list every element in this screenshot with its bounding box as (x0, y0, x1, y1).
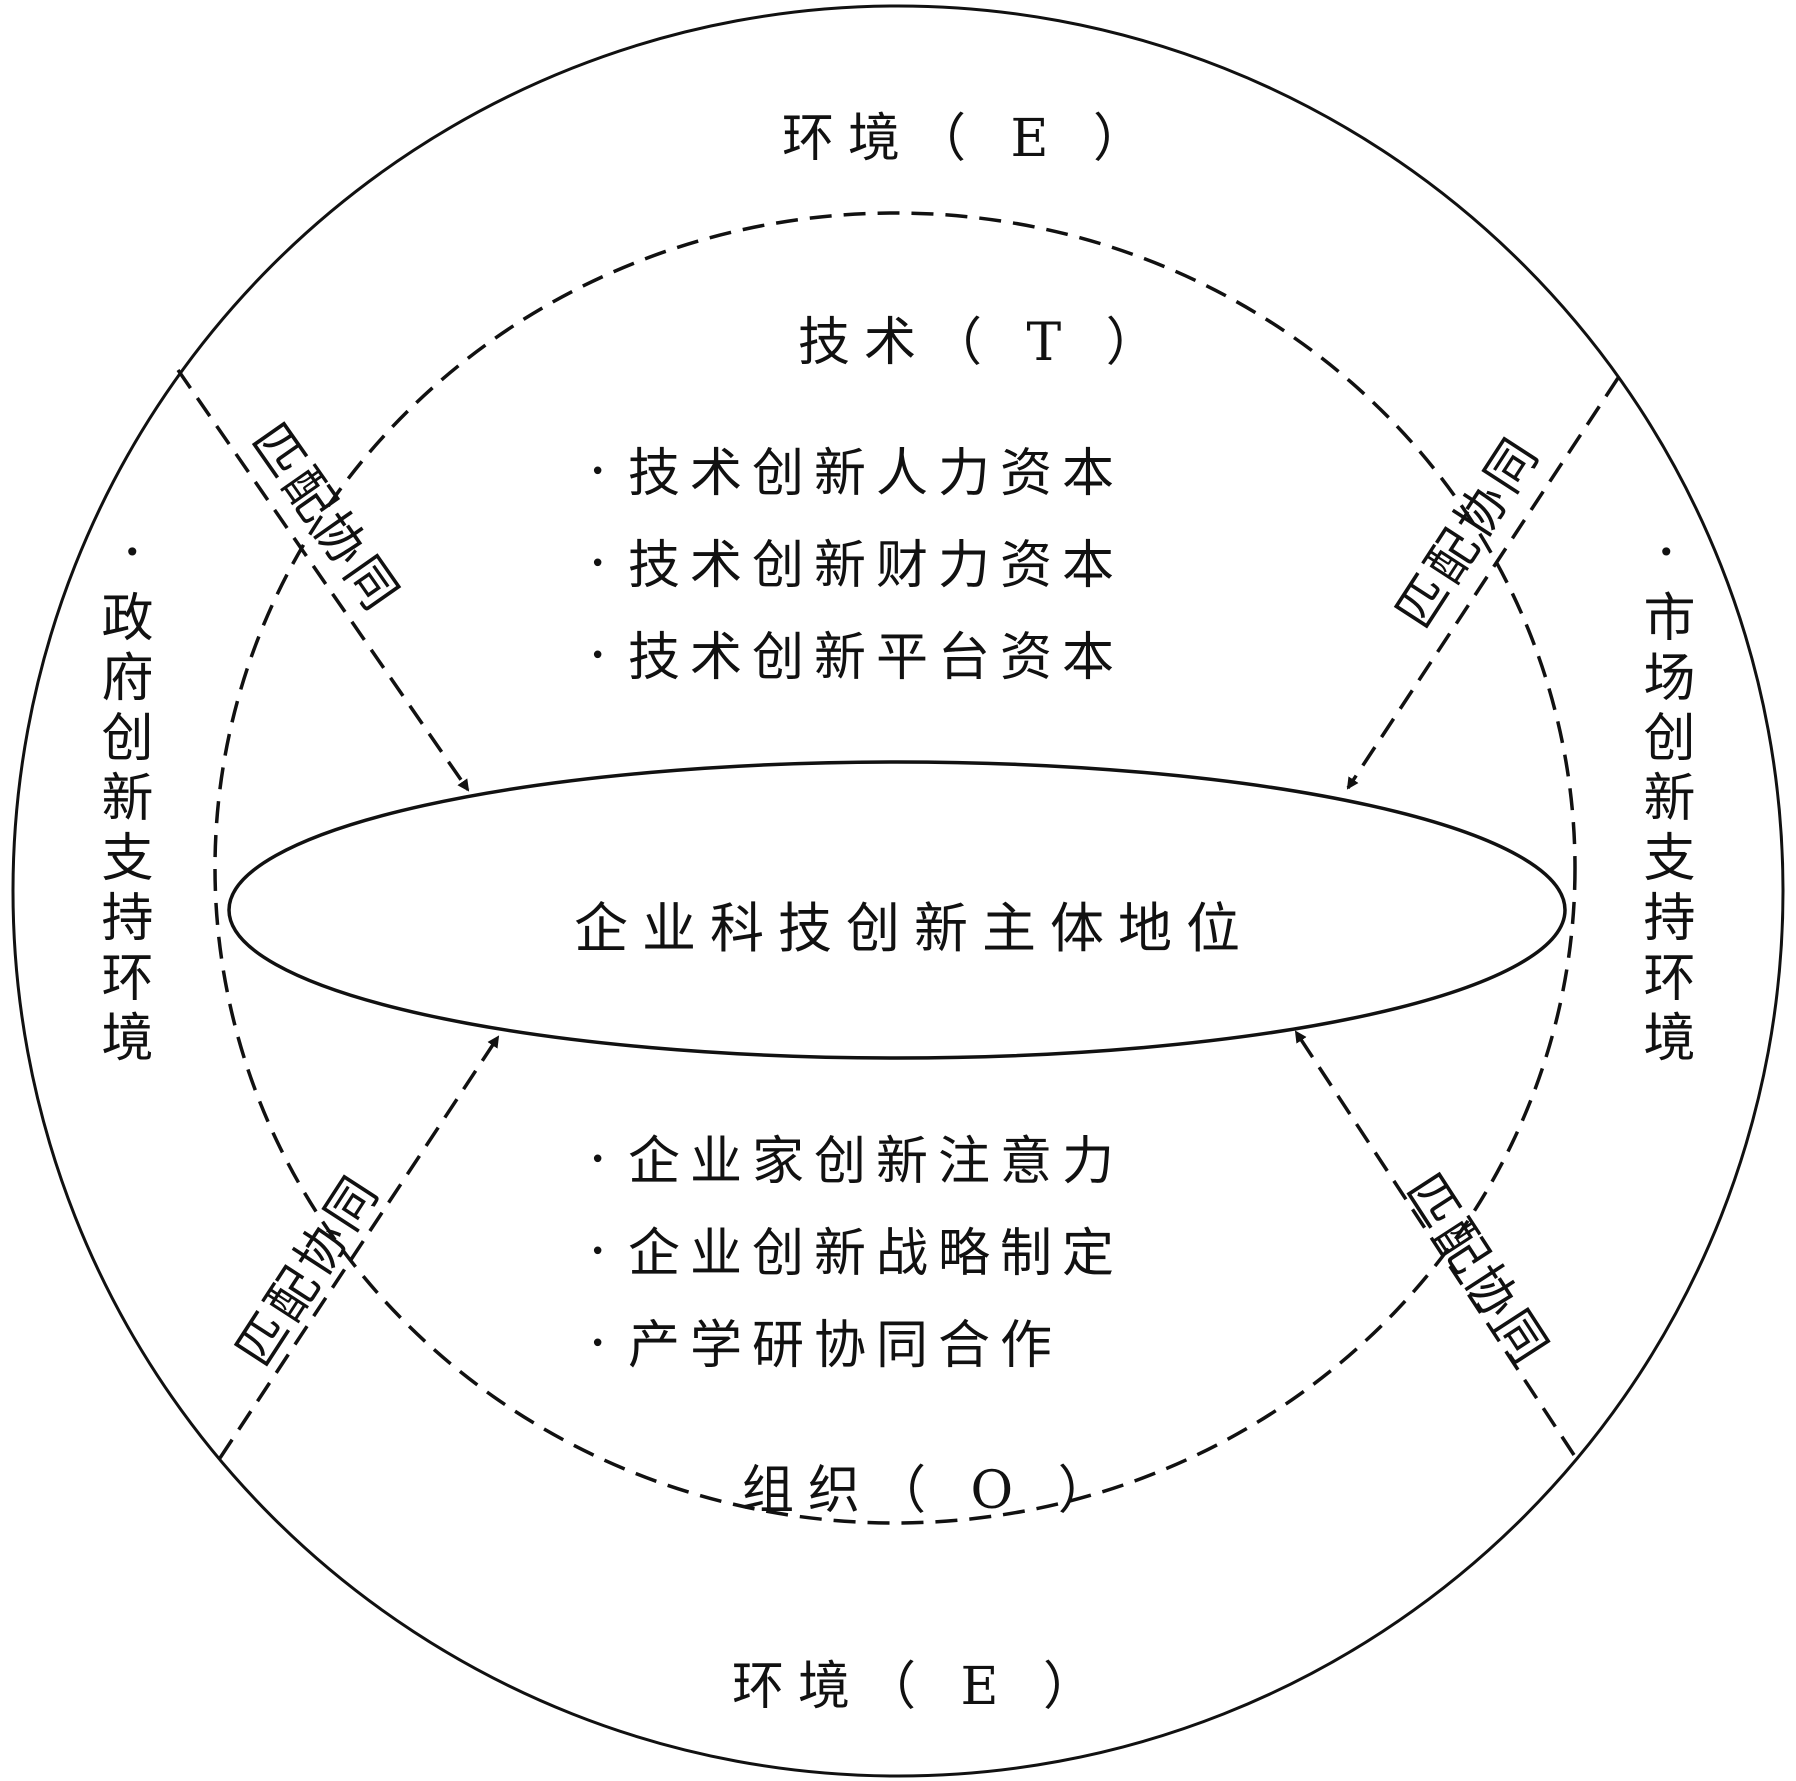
arrow-top-right (1346, 377, 1620, 790)
tech-item: 技术创新人力资本 (582, 428, 1124, 520)
env-bottom-label: 环境（ E ） (732, 1657, 1110, 1717)
env-top-label: 环境（ E ） (782, 109, 1160, 169)
org-heading: 组织（ O ） (742, 1461, 1124, 1521)
left-env-label: 政府创新支持环境 (92, 590, 152, 1070)
tech-item: 技术创新平台资本 (582, 612, 1124, 704)
tech-item: 技术创新财力资本 (582, 520, 1124, 612)
inner-dashed-ellipse (213, 211, 1577, 1525)
tech-list: 技术创新人力资本 技术创新财力资本 技术创新平台资本 (582, 428, 1124, 704)
right-env-label: 市场创新支持环境 (1634, 590, 1694, 1070)
arrow-bottom-left (218, 1035, 500, 1459)
arrow-bottom-right (1294, 1030, 1576, 1456)
org-list: 企业家创新注意力 企业创新战略制定 产学研协同合作 (582, 1116, 1124, 1392)
tech-heading: 技术（ T ） (798, 313, 1172, 373)
left-env-bullet: • (124, 536, 141, 569)
org-item: 企业家创新注意力 (582, 1116, 1124, 1208)
right-env-bullet: • (1658, 536, 1675, 569)
center-label: 企业科技创新主体地位 (574, 897, 1254, 960)
org-item: 企业创新战略制定 (582, 1208, 1124, 1300)
outer-circle (11, 4, 1785, 1778)
org-item: 产学研协同合作 (582, 1300, 1124, 1392)
arrow-top-left (176, 369, 470, 792)
center-ellipse (227, 760, 1567, 1060)
